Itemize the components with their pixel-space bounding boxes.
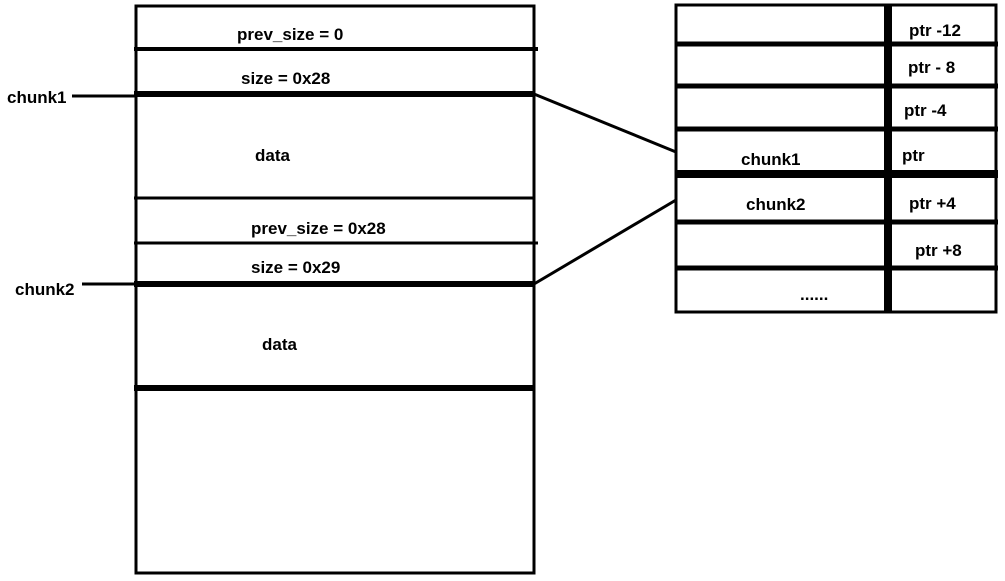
data-label: data bbox=[262, 335, 298, 354]
pointer-table: ptr -12 ptr - 8 ptr -4 ptr ptr +4 ptr +8… bbox=[674, 3, 998, 314]
heap-outline bbox=[134, 4, 536, 575]
data-label: data bbox=[255, 146, 291, 165]
table-ptr-label: ptr -4 bbox=[904, 101, 947, 120]
chunk2-connector bbox=[533, 198, 677, 286]
chunk1-label: chunk1 bbox=[7, 88, 67, 107]
table-ellipsis: ...... bbox=[800, 285, 828, 304]
table-ptr-label: ptr -12 bbox=[909, 21, 961, 40]
prev-size-label: prev_size = 0x28 bbox=[251, 219, 386, 238]
size-label: size = 0x28 bbox=[241, 69, 330, 88]
table-chunk1-label: chunk1 bbox=[741, 150, 801, 169]
table-chunk2-label: chunk2 bbox=[746, 195, 806, 214]
chunk2-label: chunk2 bbox=[15, 280, 75, 299]
table-ptr-label: ptr +8 bbox=[915, 241, 962, 260]
chunk1-connector bbox=[533, 92, 677, 154]
size-label: size = 0x29 bbox=[251, 258, 340, 277]
table-ptr-label: ptr - 8 bbox=[908, 58, 955, 77]
table-ptr-label: ptr bbox=[902, 146, 925, 165]
chunk-pointers: chunk1 chunk2 bbox=[7, 88, 136, 299]
table-outline bbox=[674, 3, 998, 314]
connectors bbox=[533, 92, 677, 286]
table-ptr-label: ptr +4 bbox=[909, 194, 956, 213]
prev-size-label: prev_size = 0 bbox=[237, 25, 343, 44]
heap-column: prev_size = 0 size = 0x28 data prev_size… bbox=[134, 4, 538, 575]
